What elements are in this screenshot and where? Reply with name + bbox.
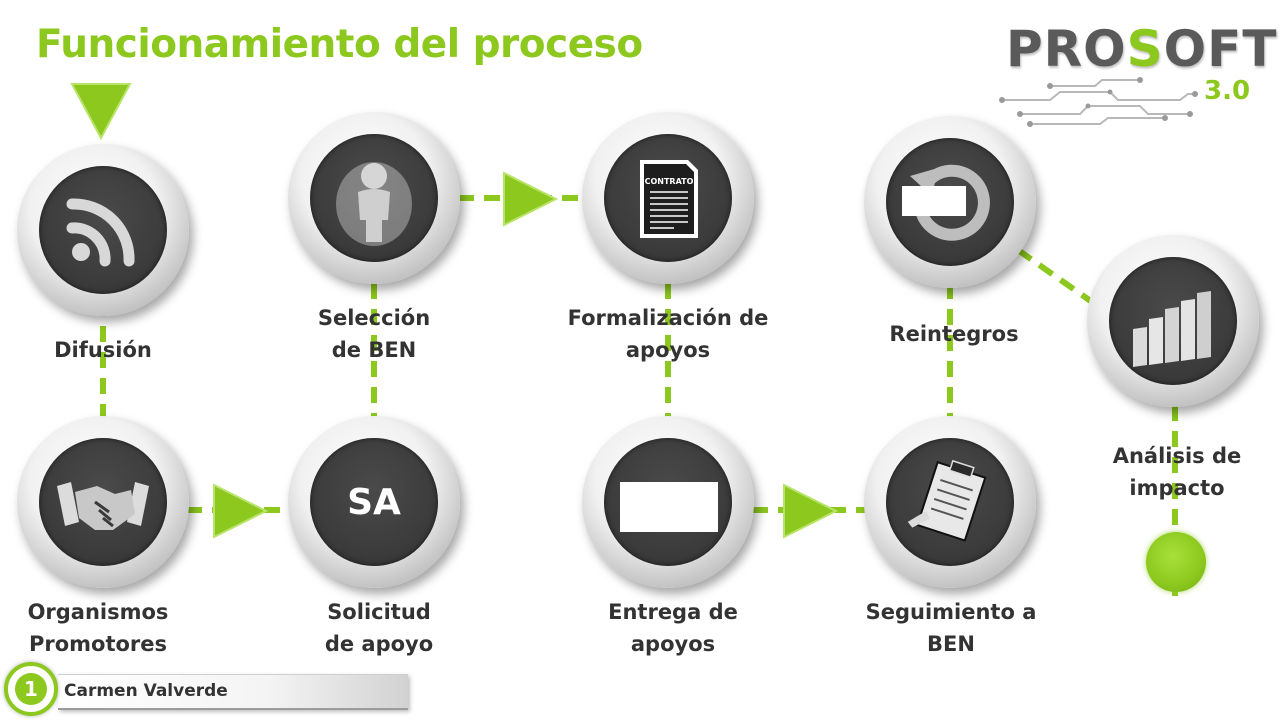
node-entrega [582, 416, 754, 588]
arrow-right-icon [503, 171, 559, 227]
label-seleccion: Selección de BEN [317, 306, 431, 362]
process-end-dot [1146, 532, 1206, 592]
label-difusion: Difusión [54, 338, 152, 362]
clipboard-icon [907, 459, 987, 542]
node-difusion [17, 144, 189, 316]
sa-text-icon: SA [347, 482, 401, 523]
page-number: 1 [15, 673, 47, 705]
footer-bar [58, 674, 408, 710]
refresh-icon [902, 164, 990, 241]
rss-icon [66, 198, 135, 267]
contract-document-icon: CONTRATO [640, 160, 698, 238]
label-organismos: Organismos Promotores [27, 600, 169, 656]
label-formalizacion: Formalización de apoyos [567, 306, 769, 362]
circuit-lines-graphic [999, 77, 1198, 127]
label-reintegros: Reintegros [889, 322, 1019, 346]
page-number-badge: 1 [4, 662, 58, 716]
node-formalizacion: CONTRATO [582, 112, 754, 284]
node-analisis [1087, 235, 1259, 407]
prosoft-logo: PROSOFT 3.0 [990, 14, 1276, 134]
svg-text:SA: SA [347, 482, 401, 523]
handshake-icon [57, 482, 149, 530]
blank-card-icon [620, 482, 718, 532]
label-analisis: Análisis de impacto [1112, 444, 1242, 500]
node-reintegros [864, 116, 1036, 288]
start-arrow-icon [70, 83, 132, 141]
label-seguimiento: Seguimiento a BEN [865, 600, 1037, 656]
node-seleccion [288, 112, 460, 284]
slide-title: Funcionamiento del proceso [36, 22, 643, 67]
svg-text:CONTRATO: CONTRATO [645, 177, 694, 186]
person-icon [336, 162, 412, 246]
label-entrega: Entrega de apoyos [608, 600, 738, 656]
node-solicitud: SA [288, 416, 460, 588]
presenter-name: Carmen Valverde [64, 681, 228, 701]
logo-version: 3.0 [1204, 76, 1251, 106]
logo-wordmark: PROSOFT [1006, 20, 1278, 78]
bar-chart-icon [1133, 291, 1211, 367]
node-seguimiento [864, 416, 1036, 588]
arrow-right-icon [213, 483, 269, 539]
arrow-right-icon [783, 483, 839, 539]
label-solicitud: Solicitud de apoyo [324, 600, 434, 656]
node-organismos [17, 416, 189, 588]
